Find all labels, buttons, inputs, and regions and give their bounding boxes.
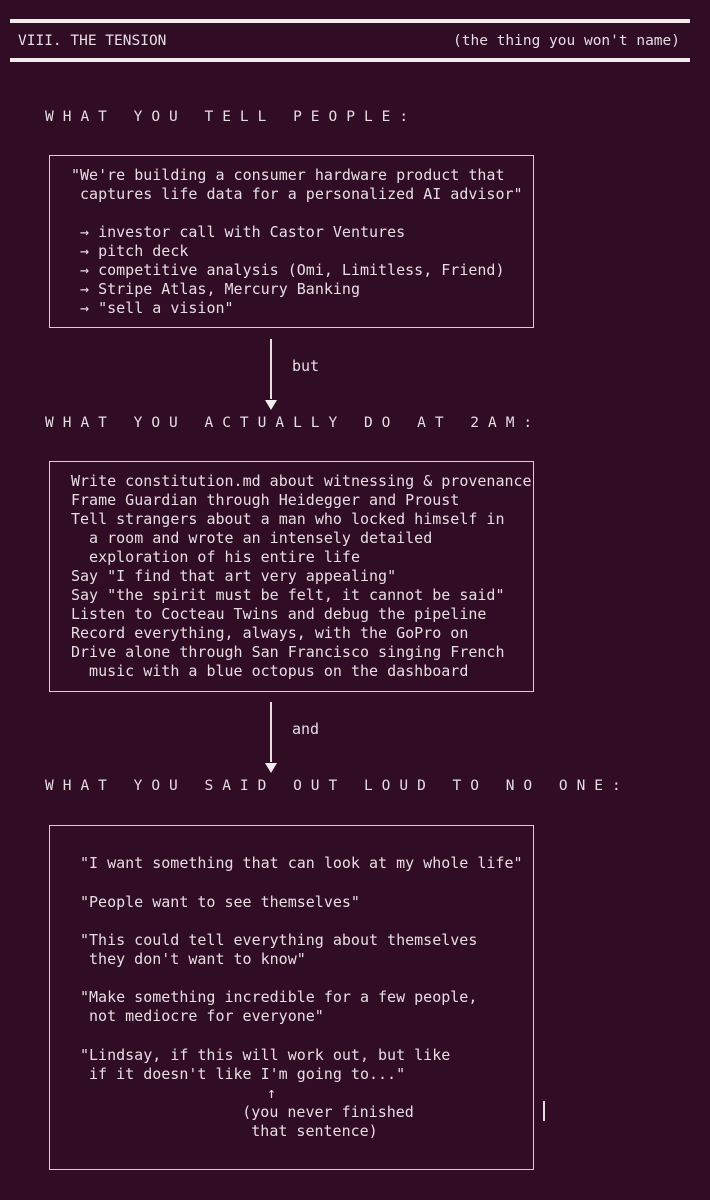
box1-line: → "sell a vision" <box>71 299 234 317</box>
box-what-you-actually-do: Write constitution.md about witnessing &… <box>49 461 534 692</box>
box2-line: Frame Guardian through Heidegger and Pro… <box>71 491 460 509</box>
box2-line: music with a blue octopus on the dashboa… <box>71 662 469 680</box>
box3-line: "Make something incredible for a few peo… <box>80 988 478 1006</box>
top-rule <box>10 19 690 23</box>
box-what-you-said-out-loud: "I want something that can look at my wh… <box>49 825 534 1170</box>
label-what-you-actually-do: WHAT YOU ACTUALLY DO AT 2AM: <box>45 415 542 431</box>
box1-line: → Stripe Atlas, Mercury Banking <box>71 280 360 298</box>
box3-line: not mediocre for everyone" <box>80 1007 324 1025</box>
box1-line: "We're building a consumer hardware prod… <box>71 166 505 184</box>
up-arrow-line: ↑ <box>267 1084 277 1102</box>
connector-but: but <box>292 357 320 375</box>
arrow-down-icon <box>265 400 277 410</box>
box2-line: Say "the spirit must be felt, it cannot … <box>71 586 505 604</box>
label-what-you-said-out-loud: WHAT YOU SAID OUT LOUD TO NO ONE: <box>45 778 630 794</box>
box3-line: "Lindsay, if this will work out, but lik… <box>80 1046 451 1064</box>
box2-line: Write constitution.md about witnessing &… <box>71 472 532 490</box>
box3-line: "People want to see themselves" <box>80 893 360 911</box>
box3-line: (you never finished <box>170 1103 414 1121</box>
box2-line: Drive alone through San Francisco singin… <box>71 643 505 661</box>
arrow-down-icon <box>265 763 277 773</box>
box1-line: → investor call with Castor Ventures <box>71 223 406 241</box>
box1-line: captures life data for a personalized AI… <box>71 185 523 203</box>
box-what-you-tell-people: "We're building a consumer hardware prod… <box>49 155 534 328</box>
box1-line: → competitive analysis (Omi, Limitless, … <box>71 261 505 279</box>
box2-line: a room and wrote an intensely detailed <box>71 529 433 547</box>
box2-line: Record everything, always, with the GoPr… <box>71 624 469 642</box>
label-what-you-tell-people: WHAT YOU TELL PEOPLE: <box>45 109 418 125</box>
connector-line-and <box>270 702 272 762</box>
connector-line-but <box>270 339 272 399</box>
box2-line: Listen to Cocteau Twins and debug the pi… <box>71 605 487 623</box>
box3-line: "This could tell everything about themse… <box>80 931 478 949</box>
section-title: VIII. THE TENSION <box>18 33 167 49</box>
section-subtitle: (the thing you won't name) <box>453 33 680 49</box>
connector-and: and <box>292 720 320 738</box>
box3-line: "I want something that can look at my wh… <box>80 854 523 872</box>
text-cursor <box>543 1101 545 1121</box>
box1-line: → pitch deck <box>71 242 189 260</box>
box2-line: exploration of his entire life <box>71 548 360 566</box>
box2-line: Say "I find that art very appealing" <box>71 567 397 585</box>
box3-line: they don't want to know" <box>80 950 306 968</box>
box3-line: if it doesn't like I'm going to..." <box>80 1065 406 1083</box>
header-bottom-rule <box>10 58 690 62</box>
box2-line: Tell strangers about a man who locked hi… <box>71 510 505 528</box>
box3-line: that sentence) <box>170 1122 378 1140</box>
